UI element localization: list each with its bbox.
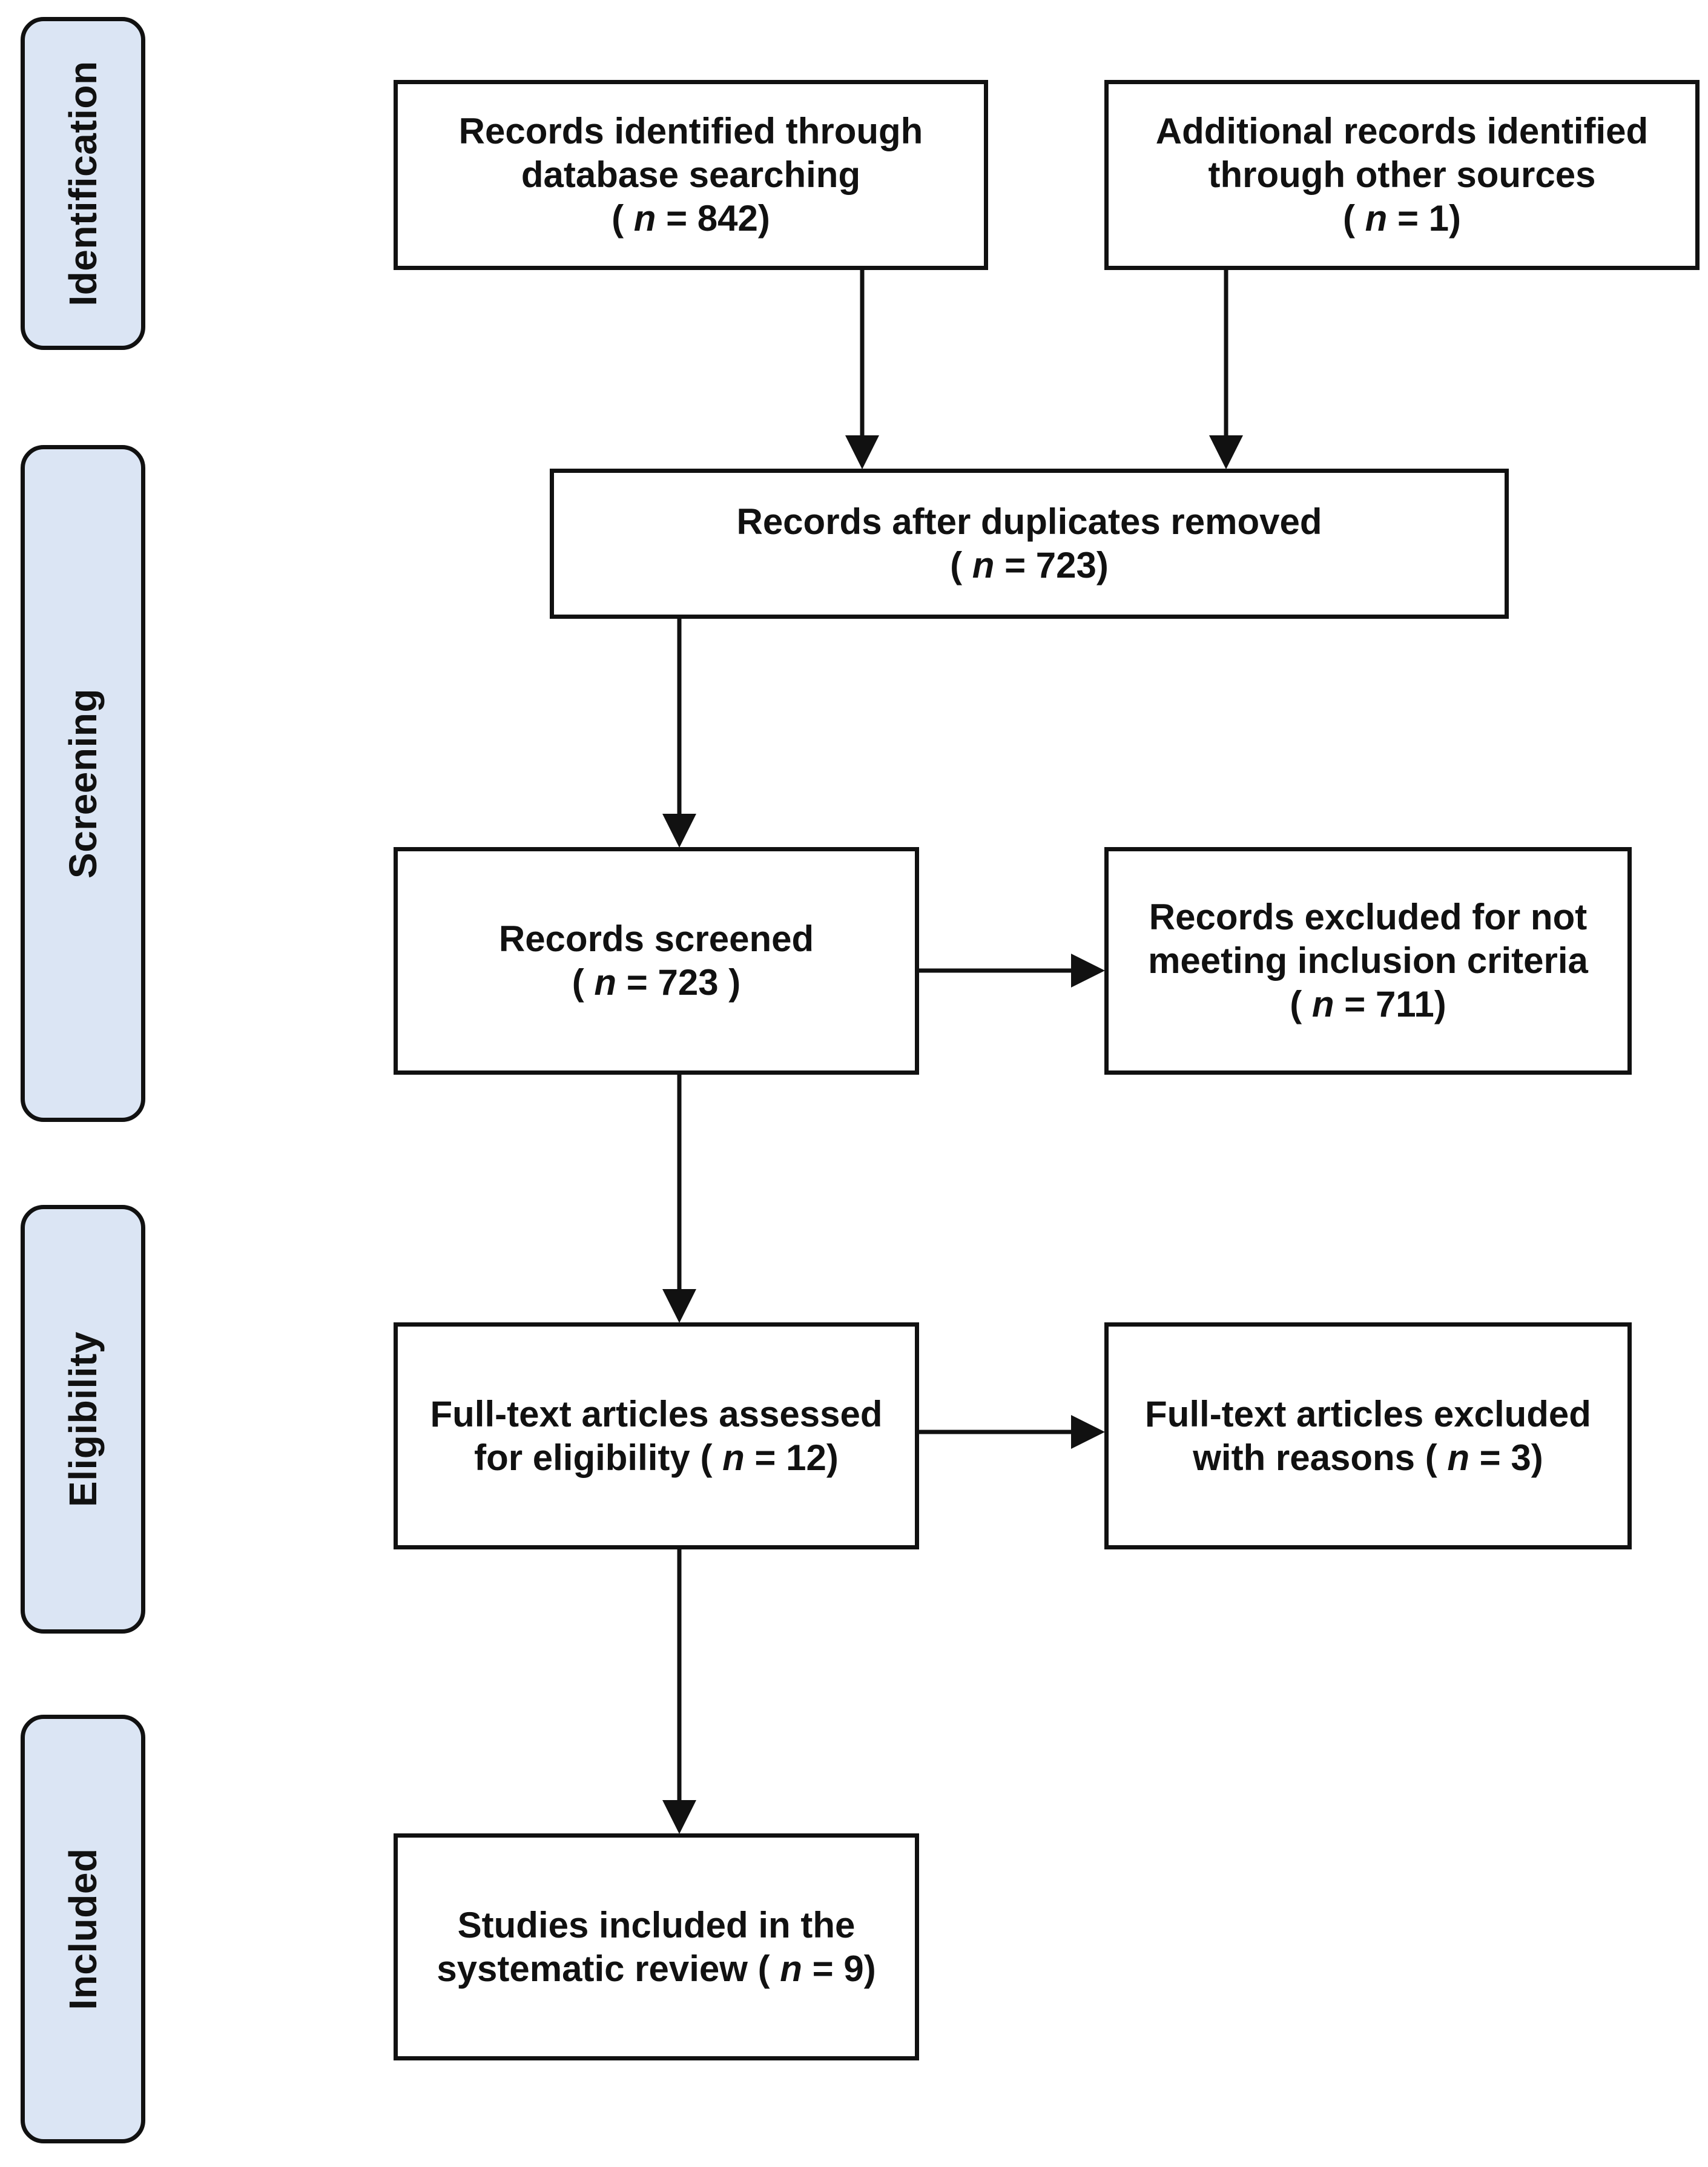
duplicates-count-n: n [972,545,995,585]
other-sources-count-value: = 1) [1387,198,1462,239]
box-records-screened: Records screened ( n = 723 ) [394,847,919,1075]
box-duplicates-removed: Records after duplicates removed ( n = 7… [550,469,1509,619]
full-text-line2: for eligibility ( n = 12) [430,1436,882,1480]
excluded-count-open: ( [1290,984,1312,1024]
full-text-excluded-line2: with reasons ( n = 3) [1145,1436,1591,1480]
other-sources-count-open: ( [1342,198,1365,239]
other-sources-count: ( n = 1) [1156,197,1648,240]
box-full-text-excluded-text: Full-text articles excluded with reasons… [1145,1393,1591,1480]
excluded-count-n: n [1311,984,1334,1024]
screened-line1: Records screened [498,919,814,959]
duplicates-line1: Records after duplicates removed [736,501,1322,542]
box-records-excluded-text: Records excluded for not meeting inclusi… [1148,895,1588,1026]
database-line1: Records identified through [458,111,923,151]
database-count-open: ( [612,198,634,239]
box-records-excluded: Records excluded for not meeting inclusi… [1104,847,1632,1075]
included-count-value: = 9) [802,1948,876,1989]
included-line1: Studies included in the [457,1904,856,1945]
phase-eligibility-label: Eligibility [61,1331,105,1507]
box-records-screened-text: Records screened ( n = 723 ) [499,917,814,1004]
box-other-sources: Additional records identified through ot… [1104,80,1700,270]
full-text-line2-prefix: for eligibility ( [474,1437,723,1478]
duplicates-count-value: = 723) [994,545,1109,585]
database-count-value: = 842) [656,198,770,239]
box-studies-included: Studies included in the systematic revie… [394,1833,919,2060]
database-count: ( n = 842) [459,197,923,240]
box-duplicates-removed-text: Records after duplicates removed ( n = 7… [736,500,1322,587]
included-count-n: n [780,1948,802,1989]
phase-eligibility: Eligibility [21,1205,145,1634]
database-count-n: n [633,198,656,239]
screened-count-open: ( [572,962,595,1003]
phase-screening: Screening [21,445,145,1122]
box-full-text-assessed: Full-text articles assessed for eligibil… [394,1322,919,1549]
full-text-excluded-count-value: = 3) [1469,1437,1543,1478]
box-studies-included-text: Studies included in the systematic revie… [437,1904,875,1991]
excluded-count-value: = 711) [1334,984,1446,1024]
phase-included-label: Included [61,1848,105,2010]
screened-count-n: n [594,962,617,1003]
included-line2: systematic review ( n = 9) [437,1947,875,1991]
screened-count-value: = 723 ) [616,962,741,1003]
full-text-excluded-line1: Full-text articles excluded [1145,1393,1591,1434]
phase-included: Included [21,1715,145,2143]
box-other-sources-text: Additional records identified through ot… [1156,110,1648,240]
box-database-searching-text: Records identified through database sear… [459,110,923,240]
full-text-line1: Full-text articles assessed [430,1393,883,1434]
excluded-count: ( n = 711) [1148,983,1588,1026]
full-text-count-n: n [722,1437,745,1478]
other-sources-line1: Additional records identified [1155,111,1649,151]
duplicates-count: ( n = 723) [736,544,1322,587]
full-text-excluded-count-n: n [1447,1437,1469,1478]
excluded-line1: Records excluded for not [1149,897,1588,937]
box-full-text-excluded: Full-text articles excluded with reasons… [1104,1322,1632,1549]
full-text-count-value: = 12) [744,1437,839,1478]
phase-identification-label: Identification [61,61,105,306]
screened-count: ( n = 723 ) [499,961,814,1004]
phase-screening-label: Screening [61,688,105,879]
duplicates-count-open: ( [950,545,972,585]
database-line2: database searching [521,154,861,195]
other-sources-line2: through other sources [1208,154,1596,195]
box-database-searching: Records identified through database sear… [394,80,988,270]
full-text-excluded-line2-prefix: with reasons ( [1193,1437,1448,1478]
phase-identification: Identification [21,17,145,350]
box-full-text-assessed-text: Full-text articles assessed for eligibil… [430,1393,882,1480]
excluded-line2: meeting inclusion criteria [1148,940,1588,981]
included-line2-prefix: systematic review ( [437,1948,780,1989]
other-sources-count-n: n [1365,198,1388,239]
